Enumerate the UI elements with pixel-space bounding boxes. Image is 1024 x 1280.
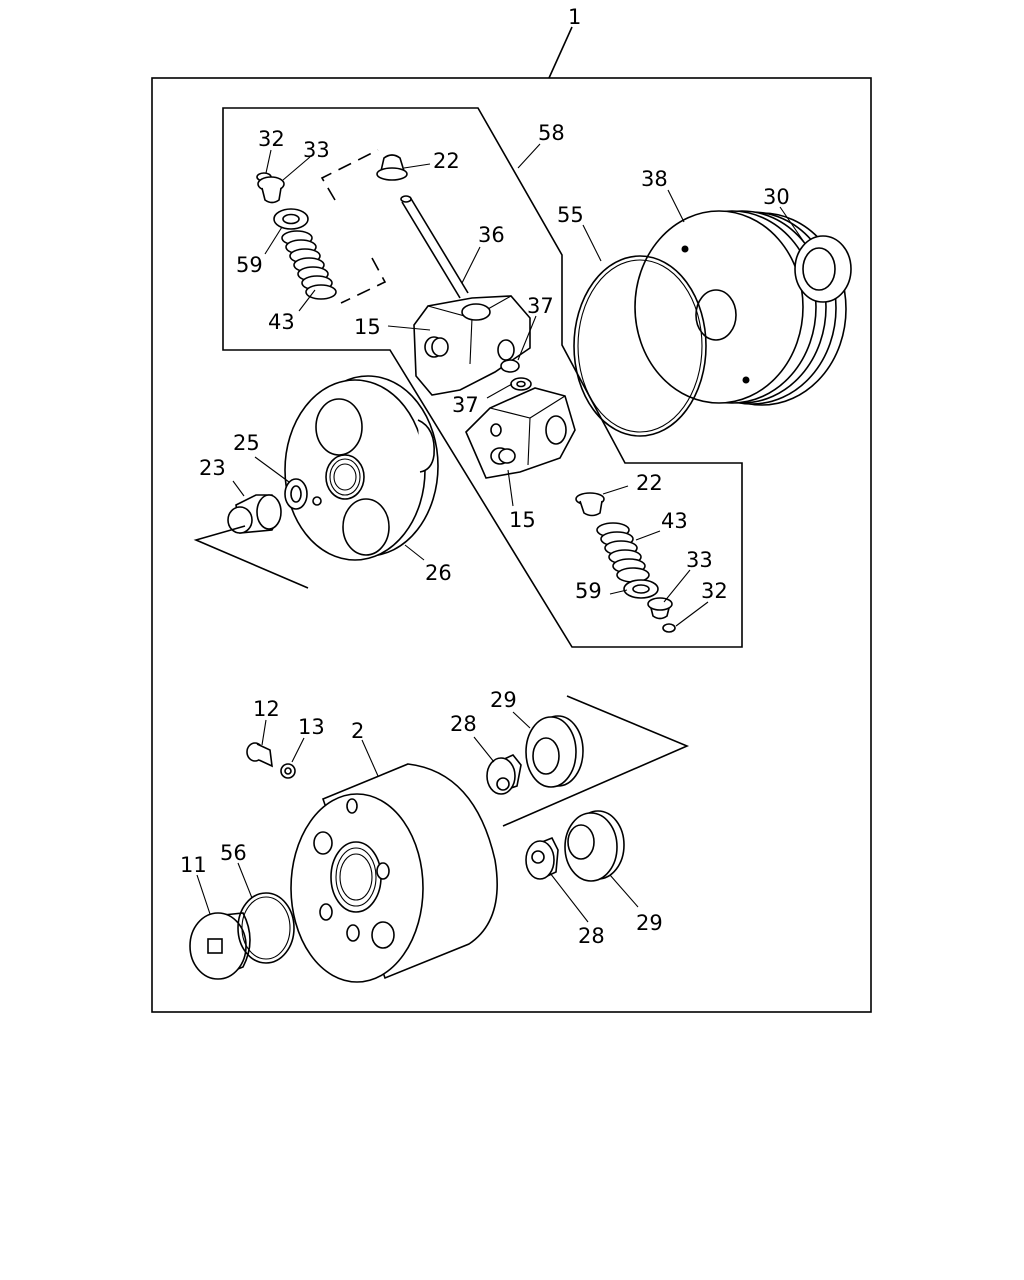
valve-housing-lower xyxy=(465,387,576,479)
callout-28-upper: 28 xyxy=(450,712,477,736)
callout-56: 56 xyxy=(220,841,247,865)
ball-upper xyxy=(500,359,520,373)
assembly-frame xyxy=(151,77,872,1013)
callout-12: 12 xyxy=(253,697,280,721)
callout-29-lower: 29 xyxy=(636,911,663,935)
snap-ring xyxy=(284,478,308,510)
push-rod xyxy=(400,195,469,299)
callout-59-lower: 59 xyxy=(575,579,602,603)
callout-38: 38 xyxy=(641,167,668,191)
callout-2: 2 xyxy=(351,719,364,743)
callout-58: 58 xyxy=(538,121,565,145)
spring-upper xyxy=(281,230,337,300)
dashed-bracket-upper xyxy=(320,149,379,201)
oil-seal xyxy=(794,235,852,303)
callout-37-upper: 37 xyxy=(527,294,554,318)
dashed-bracket-upper-2 xyxy=(340,257,387,304)
cam-ring-guide xyxy=(193,525,309,589)
callout-55: 55 xyxy=(557,203,584,227)
callout-28-lower: 28 xyxy=(578,924,605,948)
large-o-ring xyxy=(573,255,707,437)
valve-seat-lower xyxy=(575,492,605,517)
callout-15-lower: 15 xyxy=(509,508,536,532)
valve-housing-upper xyxy=(413,295,531,396)
callout-36: 36 xyxy=(478,223,505,247)
assembly-leader xyxy=(548,26,573,79)
shim-upper xyxy=(273,208,309,230)
callout-43-upper: 43 xyxy=(268,310,295,334)
plug xyxy=(189,912,251,980)
callout-13: 13 xyxy=(298,715,325,739)
callout-43-lower: 43 xyxy=(661,509,688,533)
callout-23: 23 xyxy=(199,456,226,480)
leader-lines xyxy=(196,143,805,923)
shim-lower xyxy=(623,579,659,599)
callout-1: 1 xyxy=(568,5,581,29)
plug-o-ring xyxy=(237,892,295,964)
piston-sleeve-upper xyxy=(525,715,584,788)
piston-lower xyxy=(525,836,559,880)
valve-kit-outline xyxy=(222,107,743,648)
callout-33-upper: 33 xyxy=(303,138,330,162)
piston-sleeve-lower xyxy=(564,810,625,882)
spring-lower xyxy=(596,522,650,583)
callout-22-lower: 22 xyxy=(636,471,663,495)
callout-22-upper: 22 xyxy=(433,149,460,173)
callout-30: 30 xyxy=(763,185,790,209)
callout-59-upper: 59 xyxy=(236,253,263,277)
valve-seat-upper xyxy=(376,154,408,181)
washer xyxy=(280,763,296,779)
callout-29-upper: 29 xyxy=(490,688,517,712)
ball-lower xyxy=(510,377,532,391)
body xyxy=(290,763,498,983)
callout-37-lower: 37 xyxy=(452,393,479,417)
callout-11: 11 xyxy=(180,853,207,877)
piston-upper xyxy=(486,754,522,795)
cam-ring xyxy=(284,375,439,561)
callout-25: 25 xyxy=(233,431,260,455)
callout-26: 26 xyxy=(425,561,452,585)
callout-32-upper: 32 xyxy=(258,127,285,151)
piston-guide xyxy=(502,695,690,827)
fitting xyxy=(227,494,282,534)
spring-seat-lower xyxy=(647,597,673,620)
screw xyxy=(246,742,273,768)
callout-33-lower: 33 xyxy=(686,548,713,572)
callout-15-upper: 15 xyxy=(354,315,381,339)
retainer-lower xyxy=(662,623,676,633)
callout-32-lower: 32 xyxy=(701,579,728,603)
spring-seat-upper xyxy=(257,176,285,204)
